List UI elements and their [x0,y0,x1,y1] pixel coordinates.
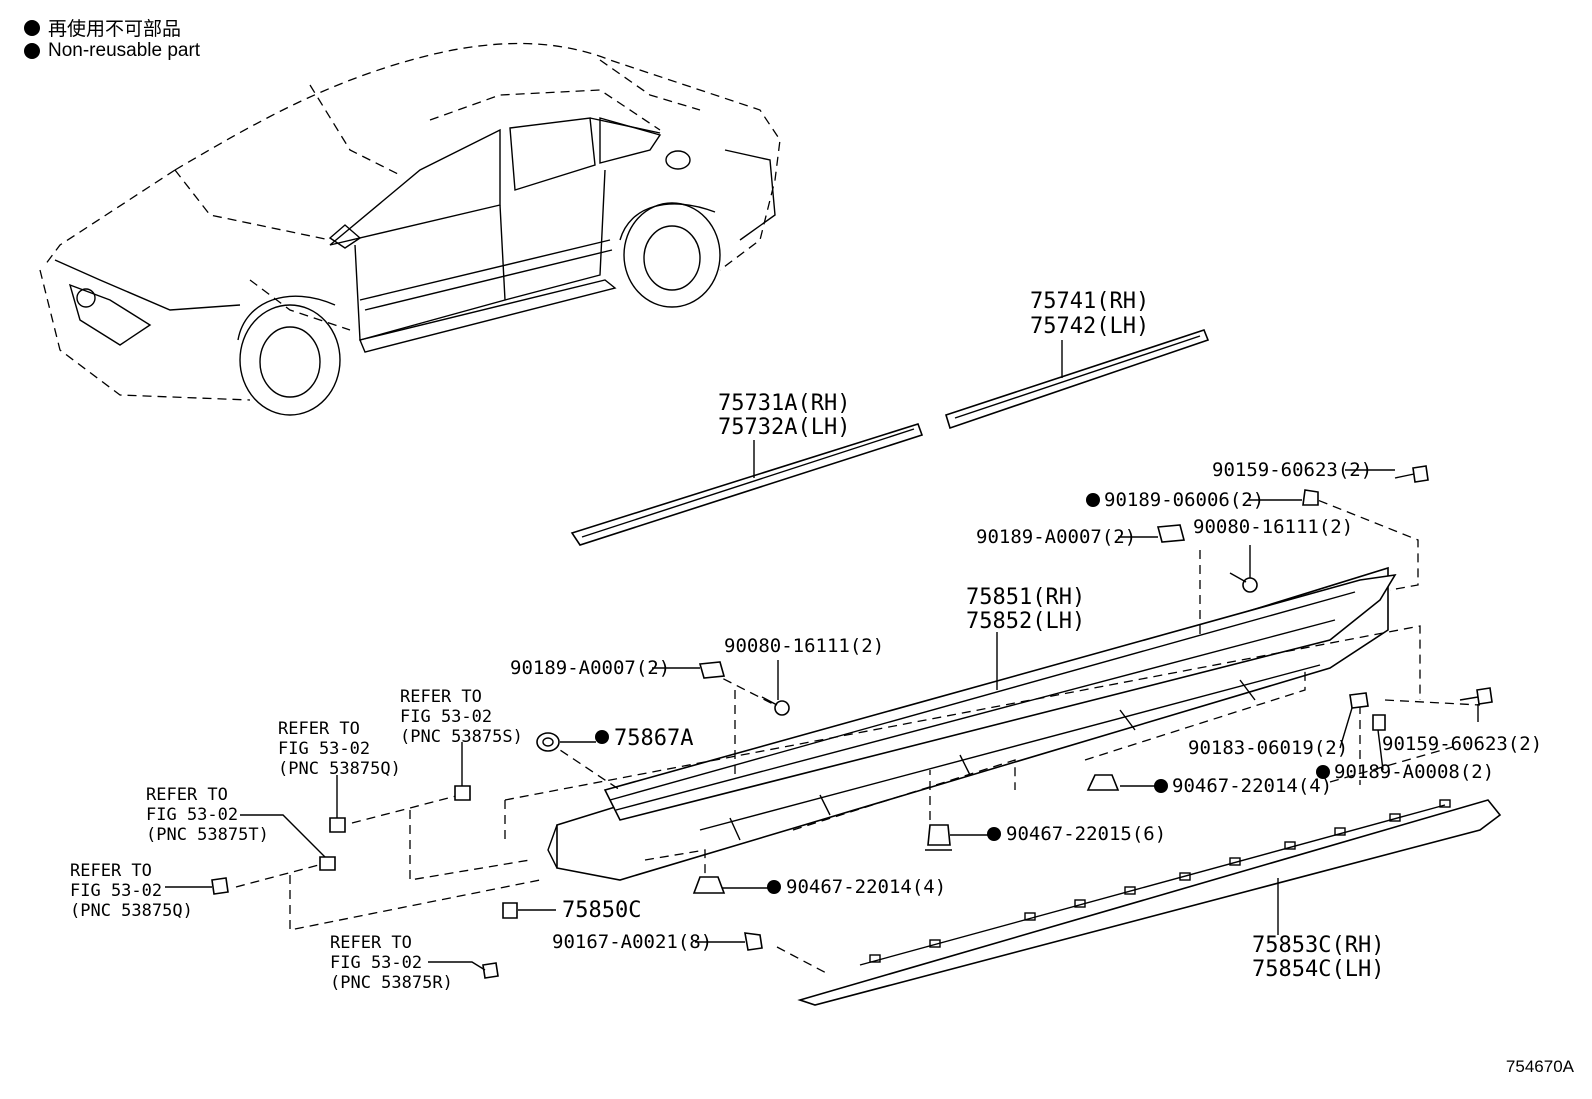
refer-note-53875q-upper: REFER TO FIG 53-02 (PNC 53875Q) [278,719,401,779]
legend-jp: 再使用不可部品 [24,14,181,41]
svg-text:REFER TO: REFER TO [146,785,228,805]
label-75732a: 75732A(LH) [718,415,850,440]
figure-id: 754670A [1505,1057,1574,1076]
label-75867a: 75867A [614,726,693,751]
label-90189-06006: 90189-06006(2) [1104,489,1264,511]
leader-lines [165,469,1479,971]
car-illustration [39,42,781,416]
upper-moulding-rear [945,329,1210,430]
label-90159-60623-top: 90159-60623(2) [1212,459,1372,481]
label-75852: 75852(LH) [966,609,1085,634]
label-75731a: 75731A(RH) [718,391,850,416]
label-90183-06019: 90183-06019(2) [1188,737,1348,759]
svg-text:(PNC 53875Q): (PNC 53875Q) [70,901,193,921]
svg-text:REFER TO: REFER TO [70,861,152,881]
refer-note-53875s: REFER TO FIG 53-02 (PNC 53875S) [400,687,523,747]
label-90467-22014-left: 90467-22014(4) [786,876,946,898]
refer-notes: REFER TO FIG 53-02 (PNC 53875S) REFER TO… [70,687,523,993]
label-75851: 75851(RH) [966,585,1085,610]
part-labels: 75741(RH) 75742(LH) 75731A(RH) 75732A(LH… [510,289,1542,982]
fasteners [211,465,1493,979]
label-90189-a0007-right: 90189-A0007(2) [976,526,1136,548]
svg-text:REFER TO: REFER TO [278,719,360,739]
legend-jp-text: 再使用不可部品 [48,19,182,40]
non-reusable-bullets [595,493,1330,894]
legend-en: Non-reusable part [24,40,200,62]
svg-text:FIG 53-02: FIG 53-02 [400,707,492,727]
svg-text:REFER TO: REFER TO [400,687,482,707]
legend-en-text: Non-reusable part [48,40,201,61]
label-75850c: 75850C [562,898,641,923]
refer-note-53875r: REFER TO FIG 53-02 (PNC 53875R) [330,933,453,993]
label-75854c: 75854C(LH) [1252,957,1384,982]
label-75742: 75742(LH) [1030,314,1149,339]
svg-text:REFER TO: REFER TO [330,933,412,953]
lower-garnish [797,799,1502,1006]
label-90159-60623-right: 90159-60623(2) [1382,733,1542,755]
bullet-icon [24,19,40,36]
svg-text:(PNC 53875T): (PNC 53875T) [146,825,269,845]
label-90467-22014-right: 90467-22014(4) [1172,775,1332,797]
label-75741: 75741(RH) [1030,289,1149,314]
refer-note-53875t: REFER TO FIG 53-02 (PNC 53875T) [146,785,269,845]
svg-text:FIG 53-02: FIG 53-02 [278,739,370,759]
rocker-panel [547,566,1397,881]
refer-note-53875q-lower: REFER TO FIG 53-02 (PNC 53875Q) [70,861,193,921]
svg-text:(PNC 53875Q): (PNC 53875Q) [278,759,401,779]
label-90189-a0007-left: 90189-A0007(2) [510,657,670,679]
upper-moulding-front [570,423,924,546]
label-90080-16111-right: 90080-16111(2) [1193,516,1353,538]
label-90467-22015: 90467-22015(6) [1006,823,1166,845]
label-90167-a0021: 90167-A0021(8) [552,931,712,953]
label-75853c: 75853C(RH) [1252,933,1384,958]
svg-text:FIG 53-02: FIG 53-02 [146,805,238,825]
assembly-lines [235,494,1481,976]
svg-text:(PNC 53875R): (PNC 53875R) [330,973,453,993]
bullet-icon [24,43,40,59]
svg-text:FIG 53-02: FIG 53-02 [70,881,162,901]
label-90080-16111-left: 90080-16111(2) [724,635,884,657]
label-90189-a0008: 90189-A0008(2) [1334,761,1494,783]
svg-text:(PNC 53875S): (PNC 53875S) [400,727,523,747]
svg-text:FIG 53-02: FIG 53-02 [330,953,422,973]
